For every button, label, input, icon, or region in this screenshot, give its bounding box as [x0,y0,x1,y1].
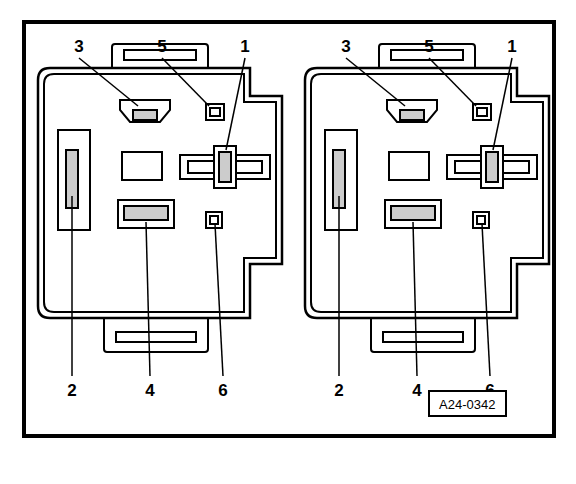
relay-socket [38,44,282,376]
frame [24,22,554,436]
callout-number: 2 [334,382,343,399]
callout-number: 4 [412,382,421,399]
callout-number: 4 [145,382,154,399]
drawing-number-box: A24-0342 [428,390,507,417]
callout-number: 1 [507,38,516,55]
callout-number: 6 [218,382,227,399]
callout-number: 5 [157,38,166,55]
callout-number: 1 [240,38,249,55]
relay-socket [305,44,549,376]
callout-number: 3 [341,38,350,55]
callout-number: 3 [74,38,83,55]
callout-number: 5 [424,38,433,55]
drawing-number: A24-0342 [439,398,496,411]
callout-number: 2 [67,382,76,399]
